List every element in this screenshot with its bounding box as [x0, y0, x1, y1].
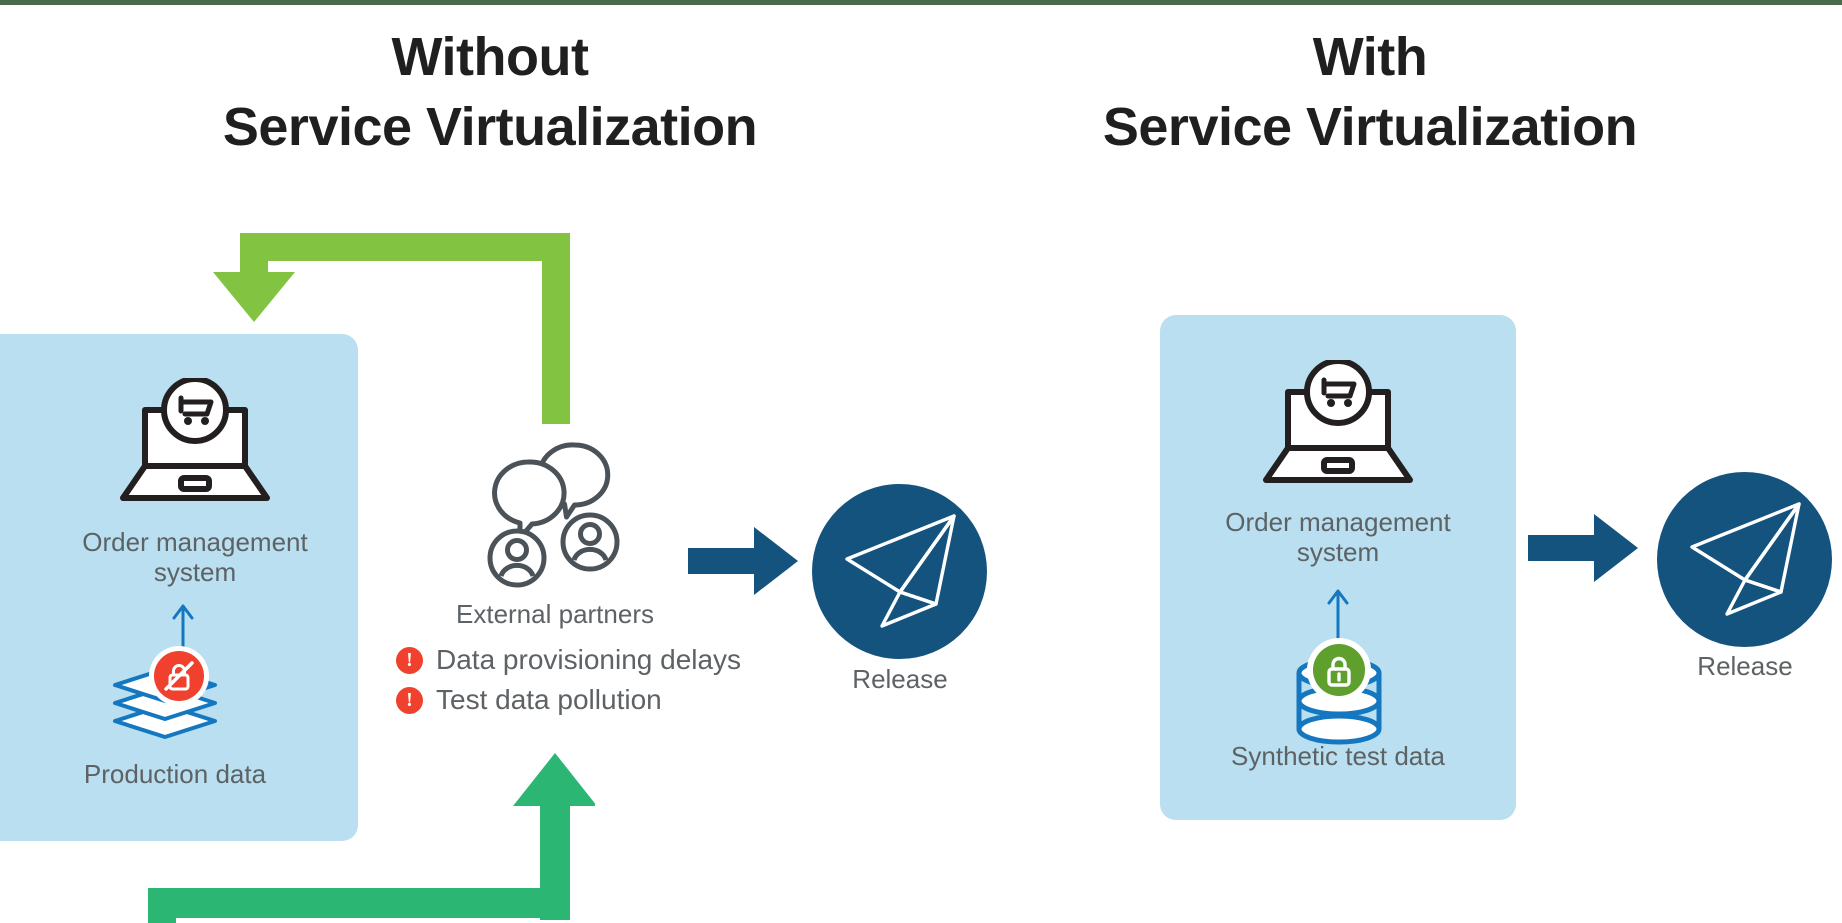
issues-list: ! Data provisioning delays ! Test data p… — [396, 644, 826, 725]
arrow-up-thin-icon-right — [1323, 585, 1353, 646]
arrow-right-thick-icon-left — [688, 525, 800, 602]
order-management-label-left: Order management system — [82, 527, 308, 587]
release-circle-left — [812, 484, 987, 659]
release-circle-right — [1657, 472, 1832, 647]
page-title-without: Without Service Virtualization — [222, 27, 758, 158]
feedback-loop-bottom — [135, 748, 597, 923]
paper-plane-icon — [1690, 502, 1801, 616]
feedback-loop-top — [100, 232, 590, 332]
order-management-label-right: Order management system — [1225, 507, 1451, 567]
production-data-label: Production data — [83, 759, 267, 789]
loop-arrow-down-icon — [213, 233, 570, 332]
external-partners-label: External partners — [456, 599, 654, 629]
loop-stem-icon — [542, 259, 570, 424]
issue-text: Test data pollution — [436, 683, 662, 715]
feedback-loop-top-stem — [542, 259, 572, 424]
top-border-rule — [0, 0, 1842, 5]
lock-secure-icon — [1306, 637, 1372, 708]
synthetic-test-data-label: Synthetic test data — [1231, 741, 1445, 771]
laptop-cart-icon-right — [1258, 358, 1418, 497]
arrow-right-thick-icon-right — [1528, 512, 1640, 589]
laptop-cart-icon-left — [115, 376, 275, 515]
list-item: ! Data provisioning delays — [396, 644, 826, 676]
loop-arrow-up-icon — [148, 753, 597, 923]
page-title-with: With Service Virtualization — [1102, 27, 1638, 158]
alert-exclamation-icon: ! — [396, 646, 423, 674]
release-label-left: Release — [852, 664, 948, 694]
list-item: ! Test data pollution — [396, 683, 826, 716]
release-label-right: Release — [1697, 651, 1793, 681]
paper-plane-icon — [845, 514, 956, 628]
alert-exclamation-icon: ! — [396, 686, 423, 714]
issue-text: Data provisioning delays — [436, 644, 742, 675]
lock-blocked-icon — [148, 645, 210, 712]
people-chat-icon — [480, 440, 625, 595]
